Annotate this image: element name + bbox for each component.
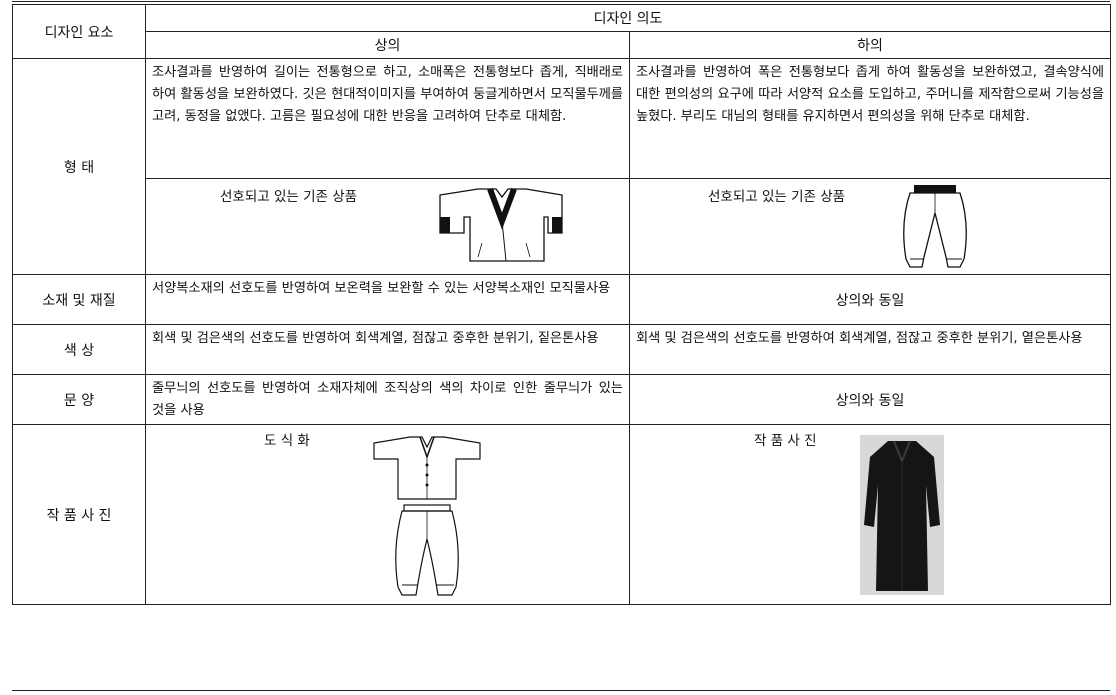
header-design-intent: 디자인 의도 <box>144 4 1112 32</box>
row-label-photo: 작 품 사 진 <box>12 424 146 605</box>
photo-bottom-caption: 작 품 사 진 <box>754 433 817 449</box>
header-bottom: 하의 <box>628 31 1112 59</box>
jeogori-drawing <box>439 187 563 262</box>
row-label-color: 색 상 <box>12 324 146 375</box>
pattern-top-text: 줄무늬의 선호도를 반영하여 소재자체에 조직상의 색의 차이로 인한 줄무늬가… <box>145 374 630 425</box>
photo-top-caption: 도 식 화 <box>264 433 310 449</box>
row-label-material: 소재 및 재질 <box>12 274 146 325</box>
material-bottom-text: 상의와 동일 <box>628 274 1112 325</box>
row-label-pattern: 문 양 <box>12 374 146 425</box>
shape-bottom-image-cell: 선호되고 있는 기존 상품 <box>628 178 1112 275</box>
top-rule <box>12 1 1110 2</box>
shape-top-image-cell: 선호되고 있는 기존 상품 <box>145 178 630 275</box>
color-bottom-text: 회색 및 검은색의 선호도를 반영하여 회색계열, 점잖고 중후한 분위기, 옅… <box>628 324 1112 375</box>
shape-top-text: 조사결과를 반영하여 길이는 전통형으로 하고, 소매폭은 전통형보다 좁게, … <box>145 58 630 179</box>
header-design-element: 디자인 요소 <box>12 4 146 59</box>
shape-top-caption: 선호되고 있는 기존 상품 <box>220 189 358 205</box>
baji-drawing <box>903 185 967 268</box>
photo-bottom-cell: 작 품 사 진 <box>628 424 1112 605</box>
hanbok-flat-drawing <box>373 436 481 596</box>
photo-top-cell: 도 식 화 <box>145 424 630 605</box>
header-top: 상의 <box>145 31 630 59</box>
shape-bottom-caption: 선호되고 있는 기존 상품 <box>708 189 846 205</box>
row-label-shape: 형 태 <box>12 58 146 275</box>
shape-bottom-text: 조사결과를 반영하여 폭은 전통형보다 좁게 하여 활동성을 보완하였고, 결속… <box>628 58 1112 179</box>
design-table: 디자인 요소 디자인 의도 상의 하의 형 태 조사결과를 반영하여 길이는 전… <box>12 4 1112 605</box>
color-top-text: 회색 및 검은색의 선호도를 반영하여 회색계열, 점잖고 중후한 분위기, 짙… <box>145 324 630 375</box>
pattern-bottom-text: 상의와 동일 <box>628 374 1112 425</box>
material-top-text: 서양복소재의 선호도를 반영하여 보온력을 보완할 수 있는 서양복소재인 모직… <box>145 274 630 325</box>
garment-photo <box>860 435 944 595</box>
bottom-rule <box>12 690 1110 691</box>
